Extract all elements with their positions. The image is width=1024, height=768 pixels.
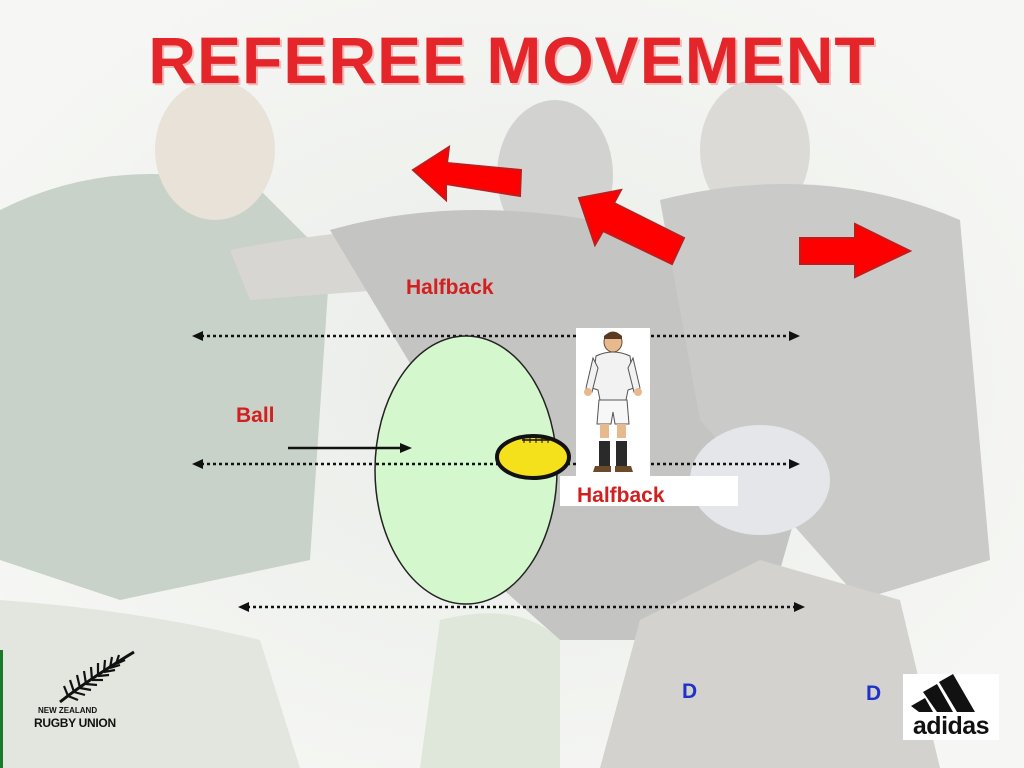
ball-arrow	[288, 443, 412, 453]
adidas-wordmark: adidas	[912, 712, 990, 740]
red-arrow-up-left	[577, 188, 686, 266]
nzru-logo: NEW ZEALAND RUGBY UNION	[28, 650, 138, 730]
nzru-logo-line2: RUGBY UNION	[34, 716, 116, 730]
halfback-label-bottom: Halfback	[577, 484, 665, 507]
nzru-logo-line1: NEW ZEALAND	[38, 706, 98, 715]
halfback-label-top: Halfback	[406, 276, 494, 299]
red-arrow-left	[411, 145, 523, 203]
adidas-stripes-icon	[911, 674, 975, 712]
green-edge-strip	[0, 650, 3, 768]
red-arrow-right	[799, 222, 913, 279]
defender-label-2: D	[866, 682, 882, 705]
dotted-line-top	[192, 331, 800, 341]
defender-label-1: D	[682, 680, 698, 703]
dotted-line-bottom	[238, 602, 805, 612]
halfback-label-bottom-box	[560, 476, 738, 506]
adidas-logo: adidas	[903, 674, 999, 740]
ball-label: Ball	[236, 404, 275, 427]
rugby-ball-icon	[495, 434, 571, 480]
silver-fern-icon	[59, 650, 135, 704]
halfback-player-figure	[576, 328, 650, 478]
slide-title: REFEREE MOVEMENT	[148, 23, 876, 97]
